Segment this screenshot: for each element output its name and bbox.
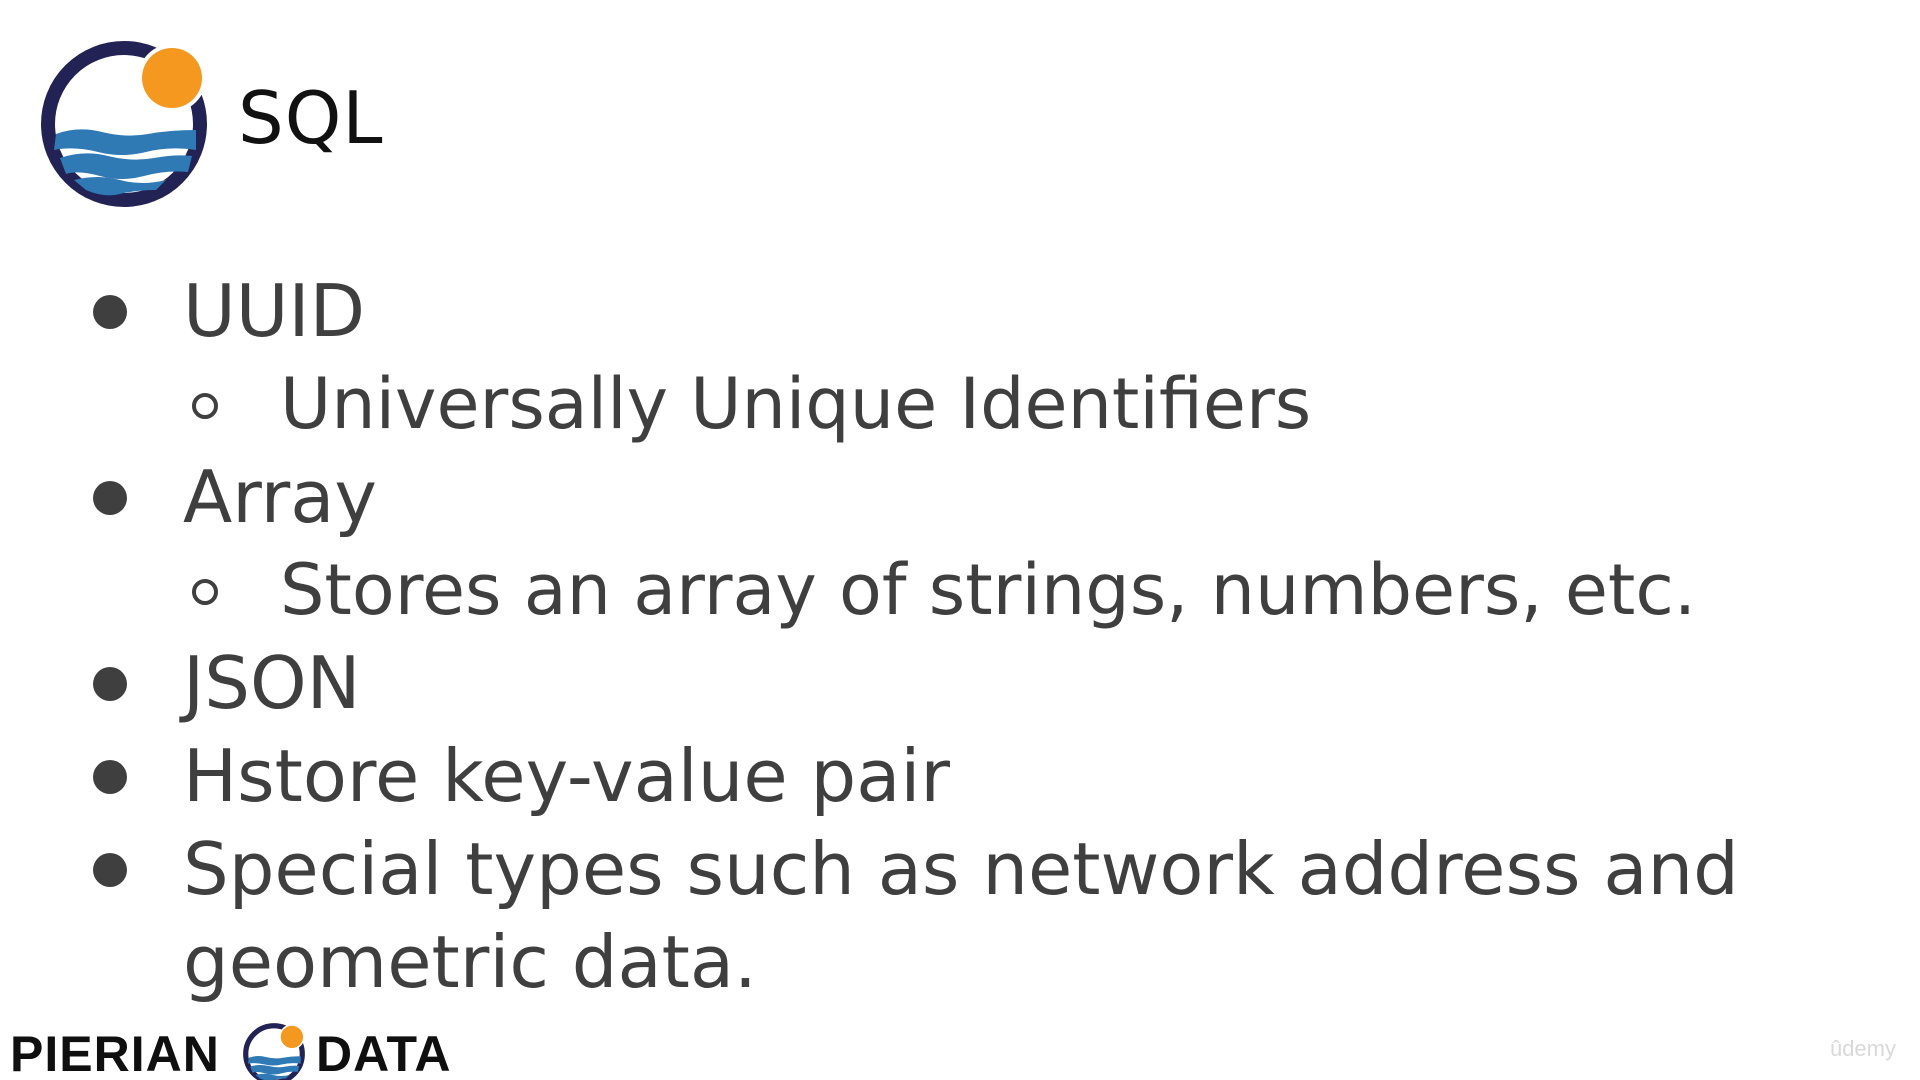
bullet-dot-icon xyxy=(93,667,127,701)
sub-bullet-circle-icon xyxy=(192,579,218,605)
pierian-data-logo-icon xyxy=(41,41,207,207)
bullet-dot-icon xyxy=(93,853,127,887)
sub-list-item: Universally Unique Identifiers xyxy=(0,358,1920,450)
brand-left-text: PIERIAN xyxy=(10,1026,220,1080)
sub-list-item: Stores an array of strings, numbers, etc… xyxy=(0,544,1920,636)
list-item-continuation: geometric data. xyxy=(0,916,1920,1008)
list-item-text: Array xyxy=(183,455,377,539)
list-item: Hstore key-value pair xyxy=(0,730,1920,822)
bullet-dot-icon xyxy=(93,760,127,794)
sub-list-item-text: Stores an array of strings, numbers, etc… xyxy=(280,549,1697,631)
pierian-data-small-logo-icon xyxy=(243,1023,305,1080)
brand-right-text: DATA xyxy=(316,1026,452,1080)
list-item: Special types such as network address an… xyxy=(0,823,1920,915)
list-item: JSON xyxy=(0,637,1920,729)
sub-bullet-circle-icon xyxy=(192,393,218,419)
list-item-text: UUID xyxy=(183,269,366,353)
sub-list-item-text: Universally Unique Identifiers xyxy=(280,363,1312,445)
list-item: Array xyxy=(0,451,1920,543)
list-item-continuation-text: geometric data. xyxy=(183,920,757,1004)
slide-title: SQL xyxy=(238,76,384,160)
bullet-dot-icon xyxy=(93,295,127,329)
footer-brand: PIERIAN DATA xyxy=(10,1020,470,1080)
list-item-text: Hstore key-value pair xyxy=(183,734,950,818)
list-item-text: Special types such as network address an… xyxy=(183,827,1739,911)
list-item-text: JSON xyxy=(183,641,361,725)
udemy-watermark: ûdemy xyxy=(1829,1036,1896,1061)
list-item: UUID xyxy=(0,265,1920,357)
bullet-dot-icon xyxy=(93,481,127,515)
